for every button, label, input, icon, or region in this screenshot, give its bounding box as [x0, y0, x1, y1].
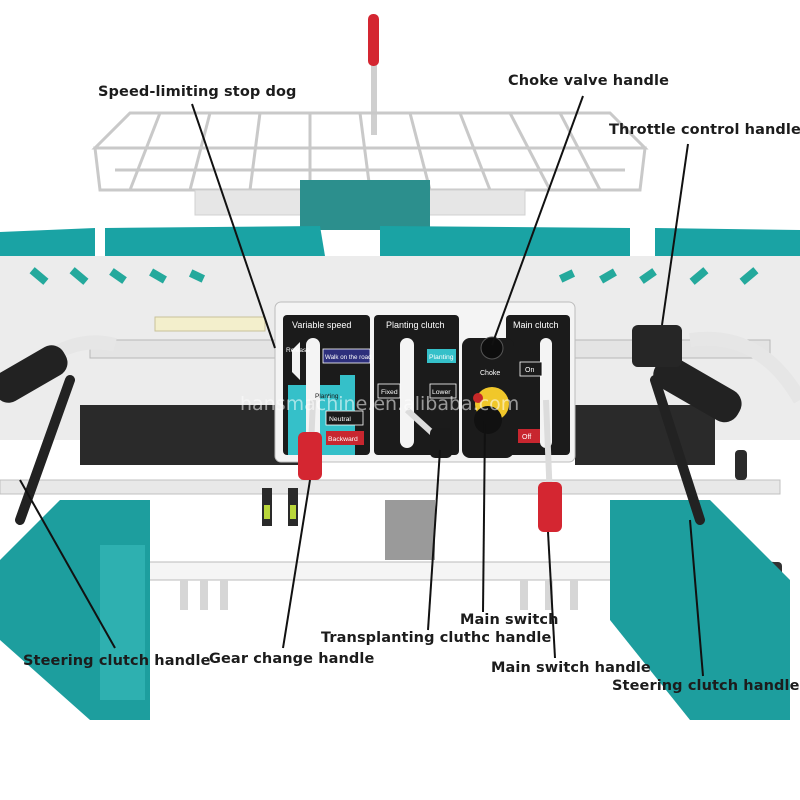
gear-change-grip — [298, 432, 322, 480]
right-knob — [735, 450, 747, 480]
on-label: On — [525, 367, 534, 374]
gearbox — [385, 500, 435, 560]
right-float — [610, 500, 790, 720]
label-throttle-control-handle: Throttle control handle — [609, 122, 800, 138]
rail-bar — [0, 479, 781, 495]
neutral-label: Neutral — [329, 416, 351, 423]
label-steering-clutch-handle-right: Steering clutch handle — [612, 678, 800, 694]
label-steering-clutch-handle-left: Steering clutch handle — [23, 653, 211, 669]
throttle-block — [632, 325, 682, 367]
main-switch-key — [474, 406, 502, 434]
planting-claws — [180, 580, 578, 610]
label-choke-valve-handle: Choke valve handle — [508, 73, 670, 89]
walk-on-road-label: Walk on the road — [325, 354, 372, 361]
label-main-switch-handle: Main switch handle — [491, 660, 651, 676]
off-label: Off — [522, 434, 531, 441]
choke-knob — [480, 336, 504, 360]
planting-clutch-planting-label: Planting — [429, 354, 454, 361]
wire-tray — [91, 111, 649, 192]
main-clutch-plate — [506, 315, 570, 455]
label-gear-change-handle: Gear change handle — [209, 651, 375, 667]
right-frame — [575, 405, 715, 465]
engine-cover — [300, 180, 430, 230]
transplanting-grip — [430, 428, 452, 458]
right-grip — [653, 356, 742, 423]
variable-speed-title: Variable speed — [292, 320, 351, 330]
planting-clutch-title: Planting clutch — [386, 320, 445, 330]
fixed-label: Fixed — [381, 389, 398, 396]
switch-indicator — [473, 393, 483, 403]
label-main-switch: Main switch — [460, 612, 559, 628]
board-slots — [29, 267, 759, 285]
label-speed-limiting-stop-dog: Speed-limiting stop dog — [98, 84, 297, 100]
right-steering-lever — [650, 375, 705, 525]
teal-body — [0, 226, 800, 256]
choke-label: Choke — [480, 370, 500, 377]
release-label: Release — [286, 347, 310, 354]
planting-slot — [400, 338, 414, 448]
watermark: hansmachine.en.alibaba.com — [240, 393, 519, 415]
planting-speed-label: Planting — [315, 393, 339, 400]
left-frame — [80, 405, 300, 465]
lower-label: Lower — [432, 389, 451, 396]
right-handle-tube — [689, 331, 800, 404]
top-lever — [368, 14, 379, 135]
main-switch-grip — [538, 482, 562, 532]
release-arrow — [292, 342, 300, 380]
backward-label: Backward — [328, 436, 358, 443]
main-clutch-title: Main clutch — [513, 320, 559, 330]
left-grip — [0, 345, 68, 403]
panel-labels: Variable speed Release Planting clutch M… — [286, 320, 559, 377]
leader-lines — [19, 95, 704, 677]
label-transplanting-clutch-handle: Transplanting cluthc handle — [321, 630, 552, 646]
warning-sticker — [154, 316, 266, 332]
